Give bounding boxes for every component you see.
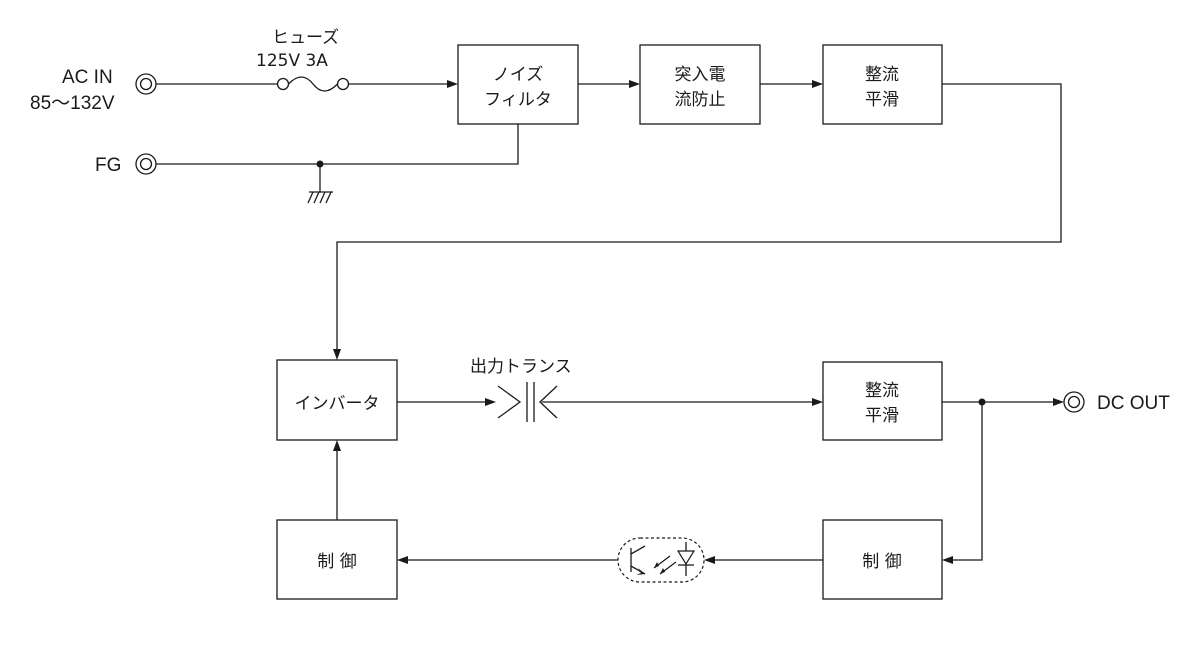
svg-text:ノイズ: ノイズ — [493, 65, 544, 85]
transformer-symbol — [497, 382, 558, 422]
fuse-label: ヒューズ — [272, 28, 339, 48]
wire-output-to-control — [950, 402, 983, 561]
ground-icon — [307, 164, 333, 204]
svg-text:インバータ: インバータ — [295, 394, 380, 414]
fuse-rating-label: 125V 3A — [256, 51, 328, 71]
wire-rectifier-to-inverter — [336, 83, 1062, 352]
ac-in-voltage-label: 85〜132V — [30, 93, 115, 114]
svg-text:平滑: 平滑 — [865, 406, 899, 426]
svg-text:流防止: 流防止 — [675, 90, 726, 110]
svg-text:フィルタ: フィルタ — [484, 90, 552, 110]
dc-out-terminal — [1063, 391, 1085, 413]
ac-in-label: AC IN — [62, 67, 113, 88]
dc-out-label: DC OUT — [1097, 393, 1170, 414]
svg-text:整流: 整流 — [865, 381, 899, 401]
fg-terminal — [135, 153, 157, 175]
svg-text:突入電: 突入電 — [675, 65, 726, 85]
svg-text:制 御: 制 御 — [317, 552, 356, 572]
rectifier-smoothing-output-block: 整流 平滑 — [822, 361, 943, 441]
output-transformer-label: 出力トランス — [470, 357, 572, 377]
inrush-current-limiter-block: 突入電 流防止 — [639, 44, 761, 125]
ac-in-terminal — [135, 73, 157, 95]
svg-text:制 御: 制 御 — [862, 552, 901, 572]
control-secondary-block: 制 御 — [822, 519, 943, 600]
svg-text:整流: 整流 — [865, 65, 899, 85]
control-primary-block: 制 御 — [276, 519, 398, 600]
inverter-block: インバータ — [276, 359, 398, 441]
svg-text:平滑: 平滑 — [865, 90, 899, 110]
wire-fg — [156, 124, 519, 165]
fuse-symbol — [276, 76, 350, 92]
fg-label: FG — [95, 155, 121, 176]
photocoupler-icon — [617, 537, 705, 583]
rectifier-smoothing-input-block: 整流 平滑 — [822, 44, 943, 125]
noise-filter-block: ノイズ フィルタ — [457, 44, 579, 125]
